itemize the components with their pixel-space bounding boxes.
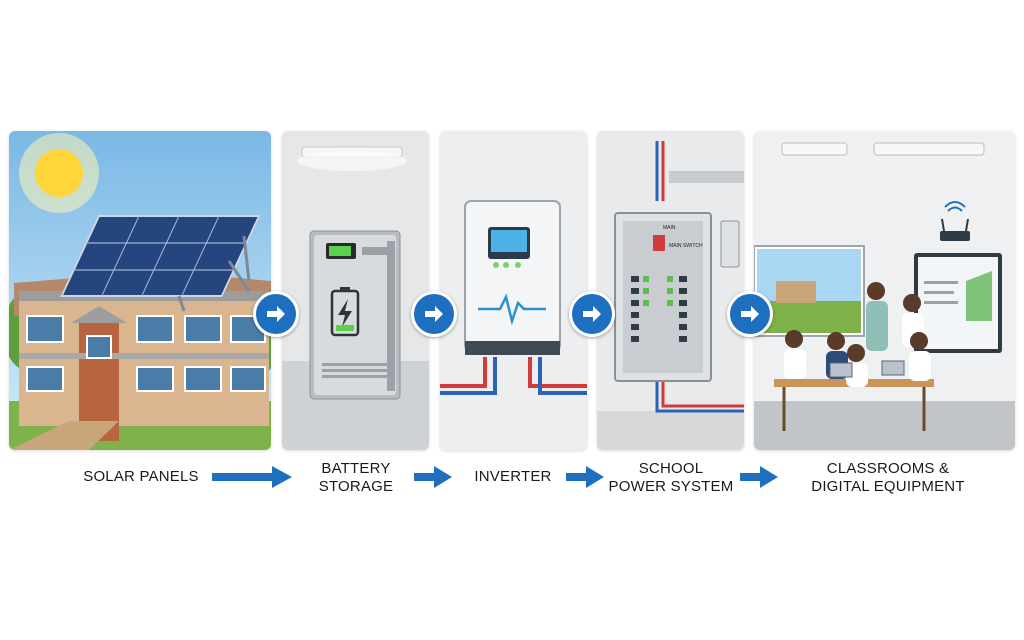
label-battery-line2: STORAGE [318, 478, 394, 495]
arrow-circle-1 [253, 291, 299, 337]
flow-arrow-2 [414, 466, 452, 488]
battery-storage-illustration [282, 131, 429, 450]
label-battery-storage: BATTERY STORAGE [296, 460, 416, 496]
label-classrooms-line1: CLASSROOMS & [826, 460, 950, 477]
label-classrooms: CLASSROOMS & DIGITAL EQUIPMENT [796, 460, 980, 496]
main-text: MAIN [663, 225, 676, 231]
label-inverter: INVERTER [474, 468, 552, 485]
arrow-circle-4 [727, 291, 773, 337]
flow-arrow-3 [566, 466, 604, 488]
arrow-circle-2 [411, 291, 457, 337]
sun-icon [19, 133, 99, 213]
arrow-right-icon [583, 306, 601, 322]
school-power-system-illustration: MAIN MAIN SWITCH [597, 131, 744, 450]
arrow-right-icon [267, 306, 285, 322]
inverter-illustration [440, 131, 587, 450]
lightning-bolt-icon [330, 287, 360, 337]
label-school-line2: POWER SYSTEM [608, 478, 734, 495]
flow-arrow-1 [212, 466, 292, 488]
arrow-right-icon [741, 306, 759, 322]
label-solar-panels: SOLAR PANELS [83, 468, 199, 485]
wifi-router-icon [940, 201, 970, 241]
label-school-line1: SCHOOL [638, 460, 704, 477]
label-school-power-system: SCHOOL POWER SYSTEM [596, 460, 746, 496]
arrow-circle-3 [569, 291, 615, 337]
flow-arrow-4 [740, 466, 778, 488]
label-classrooms-line2: DIGITAL EQUIPMENT [811, 478, 965, 495]
classroom-illustration [754, 131, 1015, 450]
label-battery-line1: BATTERY [321, 460, 391, 477]
main-switch-text: MAIN SWITCH [669, 243, 703, 249]
solar-panels-illustration [9, 131, 271, 450]
arrow-right-icon [425, 306, 443, 322]
